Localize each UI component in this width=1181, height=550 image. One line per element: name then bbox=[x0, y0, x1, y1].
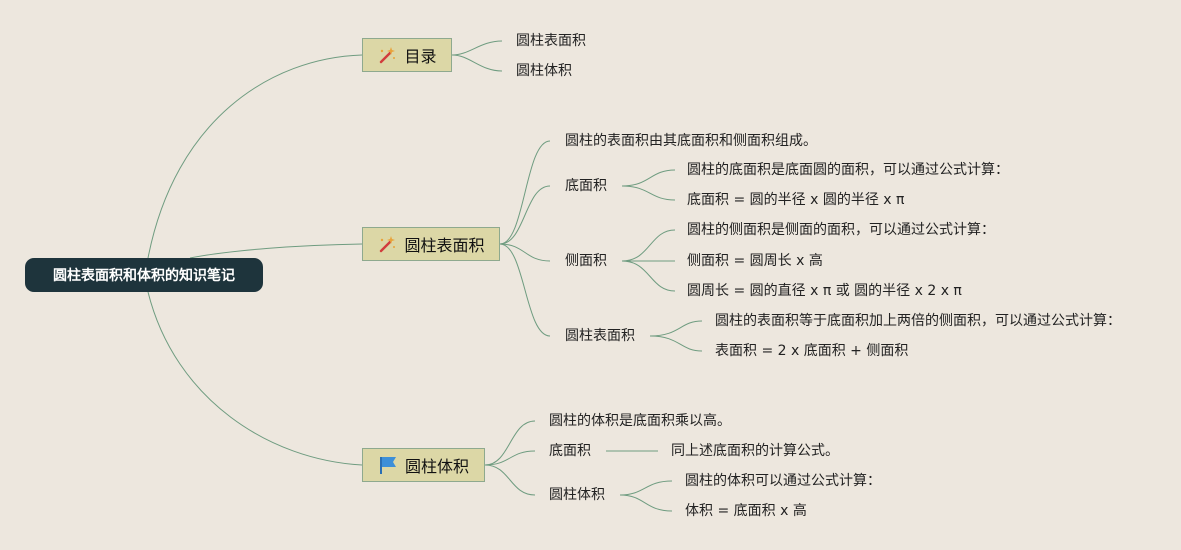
link-volume-calc bbox=[484, 464, 536, 496]
surface-intro[interactable]: 圆柱的表面积由其底面积和侧面积组成。 bbox=[565, 133, 817, 149]
topic-toc-label: 目录 bbox=[404, 47, 437, 66]
volume-calc-label[interactable]: 圆柱体积 bbox=[549, 487, 605, 503]
surface-side-line1[interactable]: 圆柱的侧面积是侧面的面积，可以通过公式计算： bbox=[687, 222, 995, 238]
link-volume-base bbox=[484, 450, 536, 466]
volume-base-note[interactable]: 同上述底面积的计算公式。 bbox=[671, 443, 839, 459]
magic-wand-icon bbox=[377, 45, 397, 65]
link-total-line2 bbox=[649, 335, 703, 352]
magic-wand-icon bbox=[377, 234, 397, 254]
blue-flag-icon bbox=[378, 455, 398, 475]
link-side-line3 bbox=[621, 260, 676, 292]
surface-base-label[interactable]: 底面积 bbox=[565, 178, 607, 194]
topic-volume[interactable]: 圆柱体积 bbox=[362, 448, 485, 482]
link-surface-side bbox=[499, 243, 551, 262]
topic-surface[interactable]: 圆柱表面积 bbox=[362, 227, 500, 261]
link-volume-intro bbox=[484, 420, 536, 466]
link-side-line1 bbox=[621, 229, 676, 262]
link-root-surface bbox=[189, 243, 363, 259]
link-root-toc bbox=[147, 54, 363, 259]
link-base-line1 bbox=[621, 169, 676, 187]
surface-total-line2[interactable]: 表面积 = 2 x 底面积 + 侧面积 bbox=[715, 343, 909, 359]
link-surface-intro bbox=[499, 140, 551, 245]
link-toc-item1 bbox=[451, 40, 503, 56]
surface-side-line3[interactable]: 圆周长 = 圆的直径 x π 或 圆的半径 x 2 x π bbox=[687, 283, 962, 299]
volume-base-label[interactable]: 底面积 bbox=[549, 443, 591, 459]
toc-item-surface[interactable]: 圆柱表面积 bbox=[516, 33, 586, 49]
link-calc-line2 bbox=[619, 494, 673, 512]
surface-base-line2[interactable]: 底面积 = 圆的半径 x 圆的半径 x π bbox=[687, 192, 905, 208]
surface-side-label[interactable]: 侧面积 bbox=[565, 253, 607, 269]
surface-total-label[interactable]: 圆柱表面积 bbox=[565, 328, 635, 344]
link-surface-base bbox=[499, 185, 551, 245]
link-root-volume bbox=[147, 291, 363, 466]
topic-volume-label: 圆柱体积 bbox=[404, 457, 469, 476]
link-total-line1 bbox=[649, 320, 703, 337]
surface-base-line1[interactable]: 圆柱的底面积是底面圆的面积，可以通过公式计算： bbox=[687, 162, 1009, 178]
link-calc-line1 bbox=[619, 480, 673, 496]
surface-total-line1[interactable]: 圆柱的表面积等于底面积加上两倍的侧面积，可以通过公式计算： bbox=[715, 313, 1121, 329]
volume-calc-line1[interactable]: 圆柱的体积可以通过公式计算： bbox=[685, 473, 881, 489]
topic-surface-label: 圆柱表面积 bbox=[404, 236, 485, 255]
link-surface-total bbox=[499, 243, 551, 337]
root-topic[interactable]: 圆柱表面积和体积的知识笔记 bbox=[25, 258, 263, 292]
surface-side-line2[interactable]: 侧面积 = 圆周长 x 高 bbox=[687, 253, 823, 269]
volume-intro[interactable]: 圆柱的体积是底面积乘以高。 bbox=[549, 413, 731, 429]
topic-toc[interactable]: 目录 bbox=[362, 38, 452, 72]
root-topic-label: 圆柱表面积和体积的知识笔记 bbox=[53, 268, 235, 284]
link-toc-item2 bbox=[451, 54, 503, 72]
link-base-line2 bbox=[621, 185, 676, 201]
volume-calc-line2[interactable]: 体积 = 底面积 x 高 bbox=[685, 503, 807, 519]
toc-item-volume[interactable]: 圆柱体积 bbox=[516, 63, 572, 79]
